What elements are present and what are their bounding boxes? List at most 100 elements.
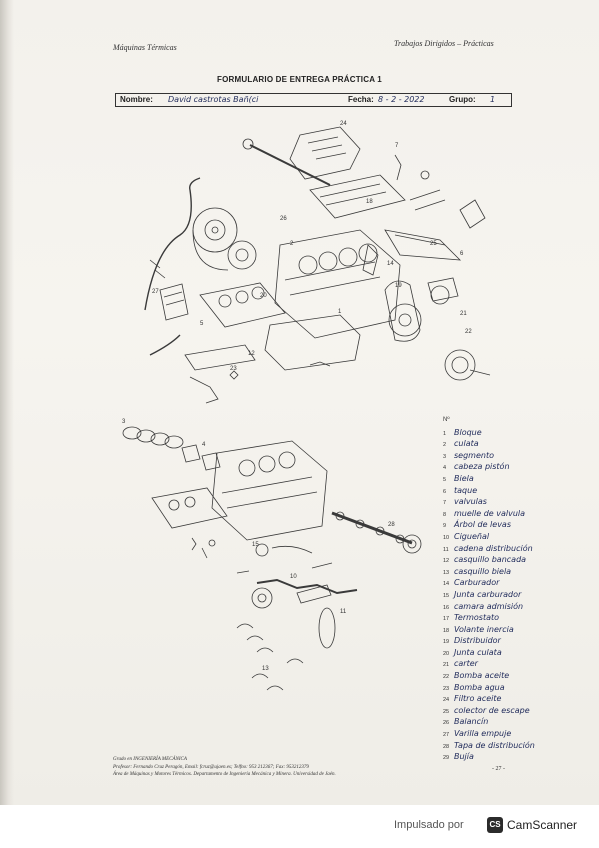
legend-item-text: cadena distribución — [454, 543, 533, 553]
label-24: 24 — [340, 121, 347, 127]
legend-item-text: cabeza pistón — [454, 462, 510, 472]
legend-item: 21 carter — [443, 659, 588, 671]
legend-item-number: 5 — [443, 476, 447, 483]
footer-line-3: Área de Máquinas y Motores Térmicos. Dep… — [113, 772, 336, 777]
legend-item-text: Distribuidor — [454, 636, 501, 646]
legend-item-number: 21 — [443, 662, 450, 669]
label-10: 10 — [290, 574, 297, 580]
legend-title: Nº — [443, 417, 450, 423]
legend-item-text: Junta carburador — [454, 589, 522, 599]
legend-item-number: 4 — [443, 465, 447, 472]
legend-item-number: 26 — [443, 720, 450, 727]
fecha-label: Fecha: — [348, 95, 374, 104]
legend-item-text: Bujía — [454, 752, 474, 762]
grupo-label: Grupo: — [449, 95, 476, 104]
camscanner-logo-icon: CS — [487, 817, 503, 833]
legend-item-text: Bomba aceite — [454, 671, 510, 681]
label-28: 28 — [388, 522, 395, 528]
legend-item-number: 17 — [443, 616, 450, 623]
label-15: 15 — [252, 542, 259, 548]
legend-item-text: Tapa de distribución — [454, 740, 535, 750]
page-number: - 27 - — [492, 766, 505, 772]
legend-item-text: casquillo biela — [454, 566, 512, 576]
legend-item-number: 19 — [443, 639, 450, 646]
legend-item-number: 10 — [443, 534, 450, 541]
legend-item-number: 28 — [443, 743, 450, 750]
label-2: 2 — [290, 241, 294, 247]
legend-item-text: casquillo bancada — [454, 555, 527, 565]
engine-exploded-diagram-bottom: 3 4 15 28 10 13 11 — [122, 419, 422, 691]
label-11: 11 — [340, 609, 347, 615]
legend-item-number: 29 — [443, 755, 450, 762]
form-title: FORMULARIO DE ENTREGA PRÁCTICA 1 — [217, 75, 382, 84]
label-12: 12 — [248, 351, 255, 357]
legend-item-text: Carburador — [454, 578, 500, 588]
label-27: 27 — [152, 289, 159, 295]
legend-item-text: Volante inercia — [454, 624, 514, 634]
legend-item: 28 Tapa de distribución — [443, 741, 588, 753]
label-13: 13 — [262, 666, 269, 672]
legend-item: 25 colector de escape — [443, 706, 588, 718]
legend-item-text: taque — [454, 485, 478, 495]
legend-item: 17 Termostato — [443, 613, 588, 625]
legend-item-text: Termostato — [454, 613, 500, 623]
legend-item-text: segmento — [454, 450, 494, 460]
label-19: 19 — [395, 283, 402, 289]
legend-item-number: 23 — [443, 685, 450, 692]
label-25: 25 — [430, 241, 437, 247]
legend-item-text: culata — [454, 439, 479, 449]
legend-item: 4 cabeza pistón — [443, 462, 588, 474]
legend-item-number: 15 — [443, 592, 450, 599]
legend-item: 11 cadena distribución — [443, 544, 588, 556]
legend-item-number: 25 — [443, 708, 450, 715]
label-23: 23 — [230, 366, 237, 372]
document-page — [0, 0, 599, 805]
footer-line-1: Grado en INGENIERÍA MECÁNICA — [113, 757, 187, 762]
watermark-brand: CamScanner — [507, 818, 578, 832]
fecha-value: 8 - 2 - 2022 — [378, 95, 425, 104]
legend-item-number: 11 — [443, 546, 449, 553]
footer-line-2: Profesor: Fernando Cruz Peragón, Email: … — [113, 764, 309, 770]
watermark-prefix: Impulsado por — [394, 819, 464, 831]
legend-item: 12 casquillo bancada — [443, 555, 588, 567]
legend-item: 24 Filtro aceite — [443, 694, 588, 706]
label-5: 5 — [200, 321, 204, 327]
legend-item-text: Bloque — [454, 427, 482, 437]
legend-item-number: 8 — [443, 511, 447, 518]
legend-item-text: colector de escape — [454, 705, 530, 715]
label-21: 21 — [460, 311, 467, 317]
legend-item-number: 27 — [443, 732, 450, 739]
legend-item: 6 taque — [443, 486, 588, 498]
legend-item-text: Biela — [454, 473, 474, 483]
legend-item-text: valvulas — [454, 497, 487, 507]
label-18: 18 — [366, 199, 373, 205]
footer: Grado en INGENIERÍA MECÁNICA Profesor: F… — [113, 756, 443, 779]
legend-item-text: carter — [454, 659, 478, 669]
legend-item: 15 Junta carburador — [443, 590, 588, 602]
legend-item-text: Filtro aceite — [454, 694, 502, 704]
legend-item-number: 24 — [443, 697, 450, 704]
legend-item-number: 12 — [443, 558, 450, 565]
label-14: 14 — [387, 261, 394, 267]
legend-item-text: muelle de valvula — [454, 508, 526, 518]
legend-item-number: 6 — [443, 488, 447, 495]
legend-item-number: 20 — [443, 650, 450, 657]
header-left: Máquinas Térmicas — [113, 43, 177, 52]
grupo-value: 1 — [490, 95, 496, 104]
form-fields-row: Nombre: David castrotas Bañ(ci Fecha: 8 … — [115, 93, 512, 107]
legend-item-text: Árbol de levas — [454, 520, 511, 530]
label-26: 26 — [280, 216, 287, 222]
